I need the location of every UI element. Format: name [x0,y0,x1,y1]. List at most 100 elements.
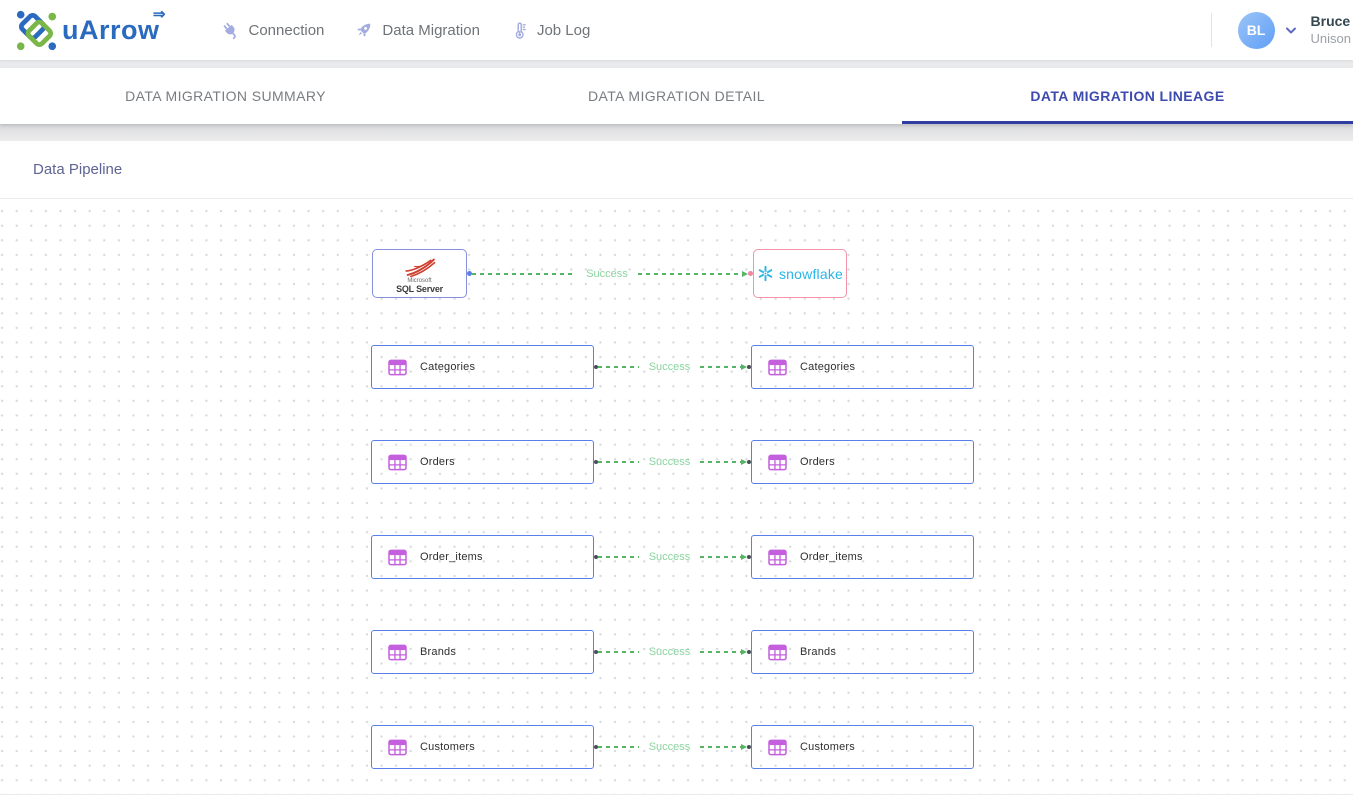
table-name: Customers [420,741,475,753]
table-icon [388,454,407,471]
node-sql-server[interactable]: Microsoft SQL Server [372,249,467,298]
tab-bar: DATA MIGRATION SUMMARY DATA MIGRATION DE… [0,68,1353,124]
table-name: Order_items [800,551,863,563]
edge-source-handle [594,555,598,559]
table-name: Orders [420,456,455,468]
table-name: Orders [800,456,835,468]
table-icon [768,644,787,661]
edge-orders: Success [594,440,752,484]
lineage-row-brands: Brands Success Brands [371,630,974,674]
tab-data-migration-lineage[interactable]: DATA MIGRATION LINEAGE [902,68,1353,124]
edge-target-handle [747,365,752,369]
table-name: Brands [800,646,837,658]
tab-data-migration-summary[interactable]: DATA MIGRATION SUMMARY [125,88,326,104]
edge-status-label: Success [586,267,628,280]
edge-target-handle [747,555,752,559]
table-icon [768,739,787,756]
edge-dash [637,272,743,275]
target-table-node[interactable]: Brands [751,630,974,674]
snowflake-logo-icon [757,265,774,282]
tab-data-migration-detail[interactable]: DATA MIGRATION DETAIL [588,88,765,104]
user-name: Bruce [1310,13,1351,29]
plug-icon [220,20,241,41]
uarrow-logo-icon [14,8,58,52]
edge-source-handle [467,271,472,276]
sql-server-label: Microsoft SQL Server [396,277,443,294]
avatar[interactable]: BL [1237,11,1275,49]
edge-source-handle [594,650,598,654]
edge-dash [700,746,742,748]
edge-arrowhead-icon [741,554,748,560]
snowflake-label: snowflake [778,265,844,282]
logo-arrow-icon: ⇒ [152,5,166,23]
target-table-node[interactable]: Orders [751,440,974,484]
table-icon [768,454,787,471]
target-table-node[interactable]: Order_items [751,535,974,579]
lineage-row-categories: Categories Success Categories [371,345,974,389]
nav-item-job-log[interactable]: Job Log [510,20,590,41]
target-table-node[interactable]: Categories [751,345,974,389]
avatar-initials: BL [1246,22,1266,38]
lineage-row-order-items: Order_items Success Order_items [371,535,974,579]
nav-label: Connection [248,21,325,39]
node-snowflake[interactable]: snowflake [753,249,847,298]
edge-source-handle [594,460,598,464]
table-icon [768,359,787,376]
table-icon [388,549,407,566]
edge-status-label: Success [648,456,691,468]
table-icon [768,549,787,566]
edge-target-handle [747,460,752,464]
header-divider [1210,13,1212,47]
edge-dash [598,746,639,748]
main-nav: Connection Data Migration [220,20,590,41]
table-name: Brands [420,646,457,658]
edge-target-handle [747,650,752,654]
nav-item-data-migration[interactable]: Data Migration [354,20,480,40]
edge-dash [700,556,742,558]
edge-arrowhead-icon [741,744,748,750]
edge-categories: Success [594,345,752,389]
table-name: Categories [800,361,856,373]
systems-row: Microsoft SQL Server Success [372,249,847,298]
edge-status-label: Success [648,646,691,658]
app-logo-text: uArrow [62,14,160,45]
header-right: BL Bruce Unison [1210,11,1353,49]
table-rows: Categories Success Categories [371,345,974,769]
edge-dash [472,272,577,275]
nav-item-connection[interactable]: Connection [220,20,325,41]
nav-label: Data Migration [382,21,480,39]
edge-customers: Success [594,725,752,769]
target-table-node[interactable]: Customers [751,725,974,769]
source-table-node[interactable]: Brands [371,630,594,674]
chevron-down-icon[interactable] [1285,26,1297,35]
section-header: Data Pipeline [0,141,1353,199]
edge-order-items: Success [594,535,752,579]
user-org: Unison [1310,31,1351,46]
lineage-row-orders: Orders Success Orders [371,440,974,484]
source-table-node[interactable]: Order_items [371,535,594,579]
edge-dash [598,366,639,368]
user-menu[interactable]: BL Bruce Unison [1237,11,1353,49]
source-table-node[interactable]: Orders [371,440,594,484]
edge-arrowhead-icon [741,459,748,465]
page-title: Data Pipeline [33,161,123,178]
thermometer-icon [510,20,529,41]
lineage-canvas[interactable]: Microsoft SQL Server Success [0,199,1353,794]
table-icon [388,739,407,756]
app-logo[interactable]: uArrow ⇒ [14,5,166,52]
nav-label: Job Log [536,21,591,39]
edge-dash [700,651,742,653]
table-name: Order_items [420,551,483,563]
tabbar-shadow-strip [0,124,1353,141]
edge-arrowhead-icon [742,270,749,277]
table-icon [388,644,407,661]
source-table-node[interactable]: Categories [371,345,594,389]
edge-dash [598,556,639,558]
edge-brands: Success [594,630,752,674]
edge-status-label: Success [648,741,691,753]
edge-target-handle [748,271,754,276]
table-name: Categories [420,361,476,373]
table-icon [388,359,407,376]
sql-server-logo-icon [402,258,438,278]
source-table-node[interactable]: Customers [371,725,594,769]
